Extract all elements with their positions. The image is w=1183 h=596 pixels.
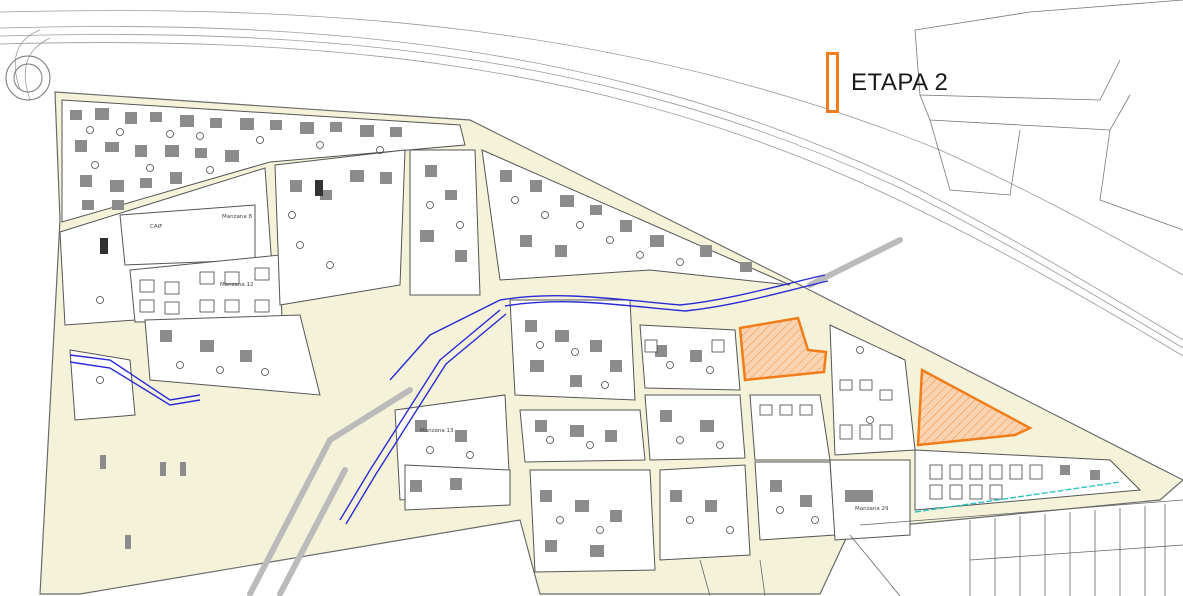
legend: ETAPA 2 (826, 52, 948, 113)
buildings (70, 108, 1100, 557)
blocks (59, 99, 1142, 573)
manzana-12-label: Manzana 12 (220, 282, 253, 288)
map-labels: Manzana 8 CAIF Manzana 12 Manzana 13 Man… (150, 214, 889, 512)
paths (247, 237, 903, 596)
legend-label: ETAPA 2 (851, 68, 949, 96)
lot-grid (699, 499, 1183, 596)
etapa-2-areas (738, 316, 1033, 447)
water-lines (69, 274, 829, 525)
etapa-2-swatch (826, 52, 839, 113)
teal-line (914, 481, 1121, 513)
manzana-29-label: Manzana 29 (855, 506, 889, 512)
manzana-8-label: Manzana 8 (222, 214, 252, 220)
roundabout (5, 55, 51, 101)
house-outlines (139, 267, 1043, 500)
manzana-13-label: Manzana 13 (420, 428, 454, 434)
etapa-2-area-north (738, 316, 828, 382)
caif-label: CAIF (150, 224, 162, 230)
parcel-lines (914, 0, 1183, 231)
tree-symbols (86, 126, 874, 534)
etapa-2-area-east (916, 367, 1033, 447)
